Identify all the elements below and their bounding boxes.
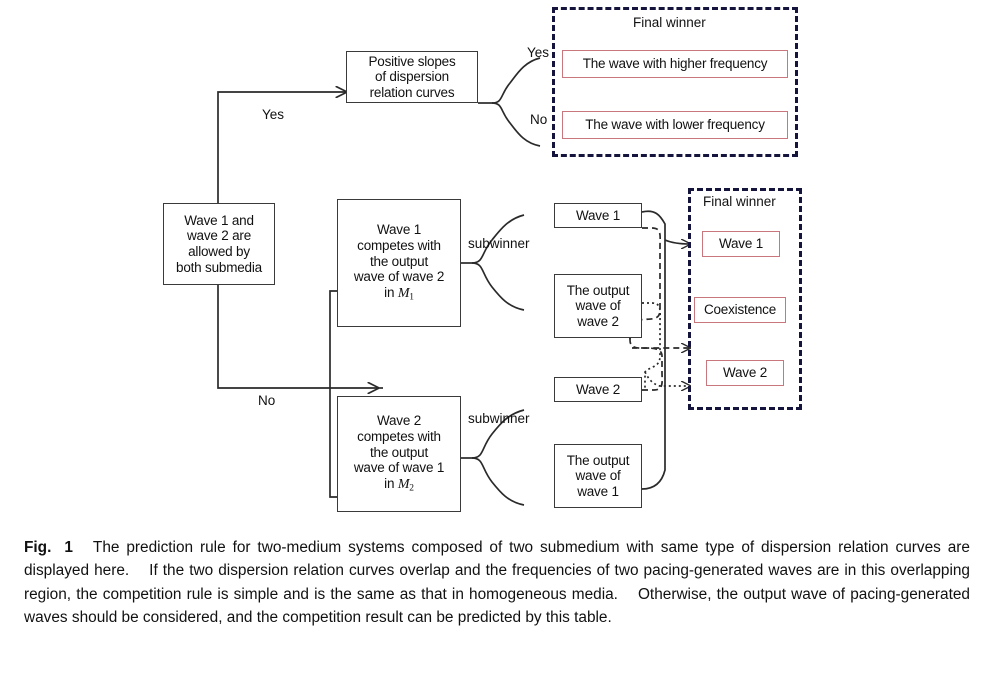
line-3: allowed by: [188, 244, 250, 259]
line-2: wave 2 are: [186, 228, 252, 244]
medium-letter: M: [397, 286, 410, 302]
medium-prefix: in: [384, 285, 395, 301]
caption-sentence-1: The prediction rule for two-medium syste…: [24, 539, 970, 580]
caption-fig-number: 1: [64, 539, 73, 556]
flowchart-connectors: [217, 57, 989, 506]
figure-flowchart: Positive slopes of dispersion relation c…: [163, 7, 989, 512]
branch-label-yes: Yes: [262, 107, 285, 122]
line-3: the output: [369, 253, 429, 269]
line-1: Wave 2: [376, 413, 422, 429]
result-lower-frequency: The wave with lower frequency: [562, 111, 788, 139]
split-label-no: No: [530, 112, 548, 127]
medium-subscript: 1: [409, 292, 414, 303]
final-winner-title-bottom: Final winner: [703, 194, 776, 209]
caption-sentence-3: Otherwise, the output wave of pacing-gen…: [24, 585, 970, 627]
subwinner-box-output-wave-1-text: The output wave of wave 1: [564, 453, 633, 500]
final-result-coexistence-label: Coexistence: [703, 302, 777, 318]
final-result-wave-1-label: Wave 1: [718, 236, 764, 252]
final-result-wave-2: Wave 2: [706, 360, 784, 386]
medium-symbol-m2: M2: [397, 477, 414, 494]
line-4: wave of wave 2: [353, 269, 445, 285]
line-2: competes with: [357, 429, 441, 445]
split-label-yes: Yes: [527, 45, 550, 60]
competition-box-m1-text: Wave 1 competes with the output wave of …: [351, 222, 447, 303]
line-2: competes with: [357, 238, 441, 254]
line-1: Wave 1 and: [184, 212, 254, 228]
line-4: wave of wave 1: [353, 460, 445, 476]
final-result-wave-2-label: Wave 2: [722, 365, 768, 381]
subwinner-label-bottom: subwinner: [468, 411, 530, 426]
final-winner-panel-top: [552, 7, 798, 157]
line-2: wave of: [575, 298, 621, 314]
final-result-wave-1: Wave 1: [702, 231, 780, 257]
subwinner-box-wave-2-label: Wave 2: [575, 381, 621, 397]
final-winner-panel-bottom: [688, 188, 802, 410]
decision-box-wave-allowed: Wave 1 and wave 2 are allowed by both su…: [163, 203, 275, 285]
line-1: Positive slopes: [368, 53, 456, 69]
final-winner-title-top: Final winner: [633, 15, 706, 30]
line-4: both submedia: [176, 259, 262, 275]
positive-slopes-text: Positive slopes of dispersion relation c…: [365, 54, 458, 101]
line-3: wave 2: [577, 313, 619, 329]
line-3: relation curves: [369, 84, 455, 100]
subwinner-box-output-wave-1: The output wave of wave 1: [554, 444, 642, 508]
result-higher-frequency-label: The wave with higher frequency: [582, 56, 768, 72]
line-2: wave of: [575, 468, 621, 484]
final-result-coexistence: Coexistence: [694, 297, 786, 323]
line-2: of dispersion: [375, 69, 449, 85]
line-1: The output: [566, 452, 630, 468]
branch-label-no: No: [258, 393, 276, 408]
medium-subscript: 2: [409, 483, 414, 494]
caption-fig-label: Fig.: [24, 539, 52, 556]
decision-box-text: Wave 1 and wave 2 are allowed by both su…: [173, 213, 265, 276]
caption-sentence-2: If the two dispersion relation curves ov…: [24, 562, 970, 603]
medium-symbol-m1: M1: [397, 286, 414, 303]
line-3: wave 1: [577, 483, 619, 499]
line-1: The output: [566, 282, 630, 298]
competition-box-m2: Wave 2 competes with the output wave of …: [337, 396, 461, 512]
competition-box-m2-text: Wave 2 competes with the output wave of …: [351, 413, 447, 494]
result-lower-frequency-label: The wave with lower frequency: [585, 117, 765, 133]
result-higher-frequency: The wave with higher frequency: [562, 50, 788, 78]
medium-letter: M: [397, 477, 410, 493]
line-3: the output: [369, 444, 429, 460]
medium-prefix: in: [384, 476, 395, 492]
subwinner-label-top: subwinner: [468, 236, 530, 251]
subwinner-box-output-wave-2: The output wave of wave 2: [554, 274, 642, 338]
subwinner-box-wave-1-label: Wave 1: [575, 207, 621, 223]
subwinner-box-wave-1: Wave 1: [554, 203, 642, 228]
subwinner-box-output-wave-2-text: The output wave of wave 2: [564, 283, 633, 330]
competition-box-m1: Wave 1 competes with the output wave of …: [337, 199, 461, 327]
subwinner-box-wave-2: Wave 2: [554, 377, 642, 402]
positive-slopes-box: Positive slopes of dispersion relation c…: [346, 51, 478, 103]
line-1: Wave 1: [376, 222, 422, 238]
